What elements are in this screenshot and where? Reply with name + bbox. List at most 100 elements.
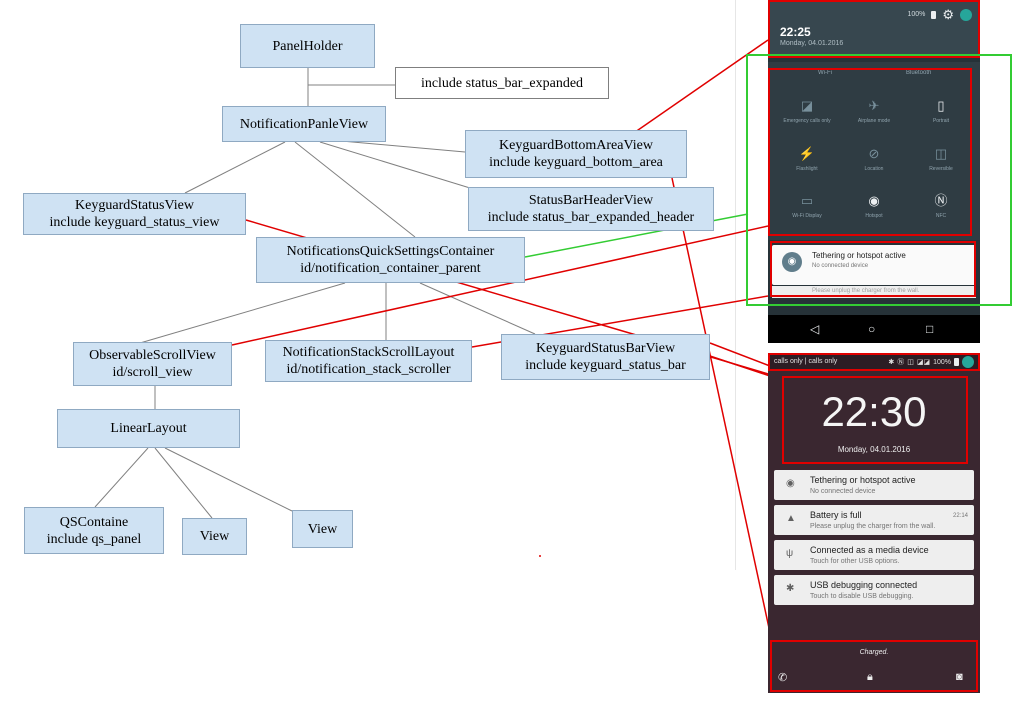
battery-percent: 100% — [933, 358, 951, 366]
edge-linear-qs — [94, 447, 149, 508]
qs-tile-label: Airplane mode — [857, 118, 891, 124]
node-status-bar-header-view: StatusBarHeaderView include status_bar_e… — [468, 187, 714, 231]
node-sublabel: include qs_panel — [46, 531, 142, 547]
edge-nqsc-scrollview — [139, 282, 346, 344]
back-icon[interactable]: ◁ — [810, 322, 820, 336]
qs-wifi-label[interactable]: Wi-Fi — [818, 70, 832, 76]
qs-bluetooth-label[interactable]: Bluetooth — [906, 70, 932, 76]
notification-title: Tethering or hotspot active — [812, 251, 906, 260]
notification-title: USB debugging connected — [810, 580, 918, 590]
node-sublabel: id/notification_stack_scroller — [286, 362, 451, 377]
highlight-keyguard-status-bar — [768, 353, 980, 371]
edge-panel-statusbarheader — [319, 141, 471, 189]
expanded-header: 100% ⚙ 22:25 Monday, 04.01.2016 — [768, 0, 980, 58]
qs-tile-label: Reversible — [929, 166, 953, 172]
highlight-expanded-header — [768, 0, 980, 58]
highlight-notification-container — [746, 54, 1012, 306]
qs-tile-portrait[interactable]: ▯ Portrait — [906, 98, 976, 124]
node-label: include status_bar_expanded — [420, 75, 584, 91]
keyguard-notification-usb-media[interactable]: ψ Connected as a media device Touch for … — [774, 540, 974, 570]
node-view-2: View — [292, 510, 353, 548]
node-sublabel: id/notification_container_parent — [300, 261, 481, 276]
keyguard-status-bar: calls only | calls only ✱ Ⓝ ◫ ◪◪ 100% — [768, 353, 980, 371]
nfc-icon: Ⓝ — [897, 359, 905, 366]
no-signal-icon: ◪ — [800, 98, 814, 113]
node-label: LinearLayout — [110, 421, 187, 436]
qs-tile-nfc[interactable]: Ⓝ NFC — [906, 193, 976, 219]
home-icon[interactable]: ○ — [868, 322, 876, 336]
phone-portrait-icon: ▯ — [937, 98, 945, 113]
node-keyguard-status-view: KeyguardStatusView include keyguard_stat… — [23, 193, 246, 235]
keyguard-clock: 22:30 — [821, 388, 927, 435]
qs-tile-label: Location — [864, 166, 884, 172]
hotspot-icon: ◉ — [786, 478, 795, 489]
node-observable-scroll-view: ObservableScrollView id/scroll_view — [73, 342, 232, 386]
flashlight-icon: ⚡ — [798, 146, 816, 161]
user-avatar-icon[interactable] — [962, 356, 974, 368]
qs-tile-emergency[interactable]: ◪ Emergency calls only — [772, 98, 842, 124]
qs-tile-wifi-display[interactable]: ▭ Wi-Fi Display — [772, 193, 842, 219]
edge-panel-nqsc — [294, 141, 416, 238]
qs-tile-hotspot[interactable]: ◉ Hotspot — [839, 193, 909, 219]
lock-icon[interactable]: 🔒︎ — [867, 671, 873, 683]
node-label: KeyguardStatusView — [75, 198, 194, 213]
keyguard-date: Monday, 04.01.2016 — [837, 445, 911, 454]
map-bottomarea-charged — [671, 177, 773, 643]
qs-tile-reversible[interactable]: ◫ Reversible — [906, 146, 976, 172]
node-label: PanelHolder — [272, 38, 343, 54]
expanded-date: Monday, 04.01.2016 — [780, 40, 844, 47]
node-sublabel: include keyguard_status_bar — [525, 358, 686, 373]
notification-subtitle: Please unplug the charger from the wall. — [812, 288, 920, 294]
node-view-1: View — [182, 518, 247, 555]
usb-icon: ψ — [786, 548, 794, 559]
qs-tile-flashlight[interactable]: ⚡ Flashlight — [772, 146, 842, 172]
node-label: QSContaine — [59, 514, 129, 530]
node-notifications-quick-settings-container: NotificationsQuickSettingsContainer id/n… — [256, 237, 525, 283]
node-label: View — [307, 521, 338, 537]
location-icon: ⊘ — [868, 146, 880, 161]
edge-panel-keyguardbottom — [329, 139, 466, 153]
highlight-notification-stack — [770, 241, 976, 297]
tree-edges — [94, 68, 536, 519]
bug-icon: ✱ — [786, 583, 795, 594]
node-sublabel: include keyguard_status_view — [49, 215, 220, 230]
qs-tile-location[interactable]: ⊘ Location — [839, 146, 909, 172]
node-label: NotificationsQuickSettingsContainer — [286, 244, 495, 259]
phone-icon[interactable]: ✆ — [778, 672, 788, 684]
reversible-icon: ◫ — [934, 146, 948, 161]
notification-title: Tethering or hotspot active — [810, 475, 916, 485]
phone-keyguard: calls only | calls only ✱ Ⓝ ◫ ◪◪ 100% 22… — [768, 353, 980, 693]
edge-linear-view1 — [154, 447, 213, 519]
node-label: KeyguardBottomAreaView — [499, 138, 653, 153]
keyguard-notification-hotspot[interactable]: ◉ Tethering or hotspot active No connect… — [774, 470, 974, 500]
battery-icon — [954, 358, 959, 366]
node-keyguard-status-bar-view: KeyguardStatusBarView include keyguard_s… — [501, 334, 710, 380]
qs-tile-airplane[interactable]: ✈ Airplane mode — [839, 98, 909, 124]
node-label: View — [199, 529, 230, 544]
notification-time: 22:14 — [952, 513, 968, 519]
node-label: ObservableScrollView — [89, 348, 216, 363]
recents-icon[interactable]: □ — [926, 322, 934, 336]
keyguard-notification-battery[interactable]: ▲ Battery is full Please unplug the char… — [774, 505, 974, 535]
qs-tile-label: Emergency calls only — [783, 118, 831, 124]
edge-panel-keyguardstatus — [184, 141, 286, 194]
expanded-clock: 22:25 — [780, 25, 811, 39]
node-sublabel: id/scroll_view — [112, 365, 193, 380]
node-label: NotificationStackScrollLayout — [282, 345, 455, 360]
user-avatar-icon[interactable] — [960, 8, 972, 21]
node-label: KeyguardStatusBarView — [535, 341, 676, 356]
node-label: StatusBarHeaderView — [528, 193, 654, 208]
edge-linear-view2 — [164, 447, 293, 512]
node-include-status-bar-expanded: include status_bar_expanded — [395, 67, 609, 99]
expanded-notification-hotspot[interactable]: ◉ Tethering or hotspot active No connect… — [772, 245, 976, 285]
vibrate-icon: ◫ — [907, 359, 914, 366]
map-scroll-qs — [231, 225, 769, 346]
qs-tile-label: Hotspot — [865, 213, 883, 219]
keyguard-status-icons: ✱ Ⓝ ◫ ◪◪ 100% — [888, 356, 974, 368]
charging-status: Charged. — [859, 649, 889, 656]
gear-icon[interactable]: ⚙ — [942, 7, 954, 22]
no-signal-icon: ◪◪ — [916, 359, 931, 366]
camera-icon[interactable]: ◙ — [956, 671, 963, 683]
keyguard-notification-usb-debugging[interactable]: ✱ USB debugging connected Touch to disab… — [774, 575, 974, 605]
edge-nqsc-keyguardstatusbar — [419, 282, 536, 335]
